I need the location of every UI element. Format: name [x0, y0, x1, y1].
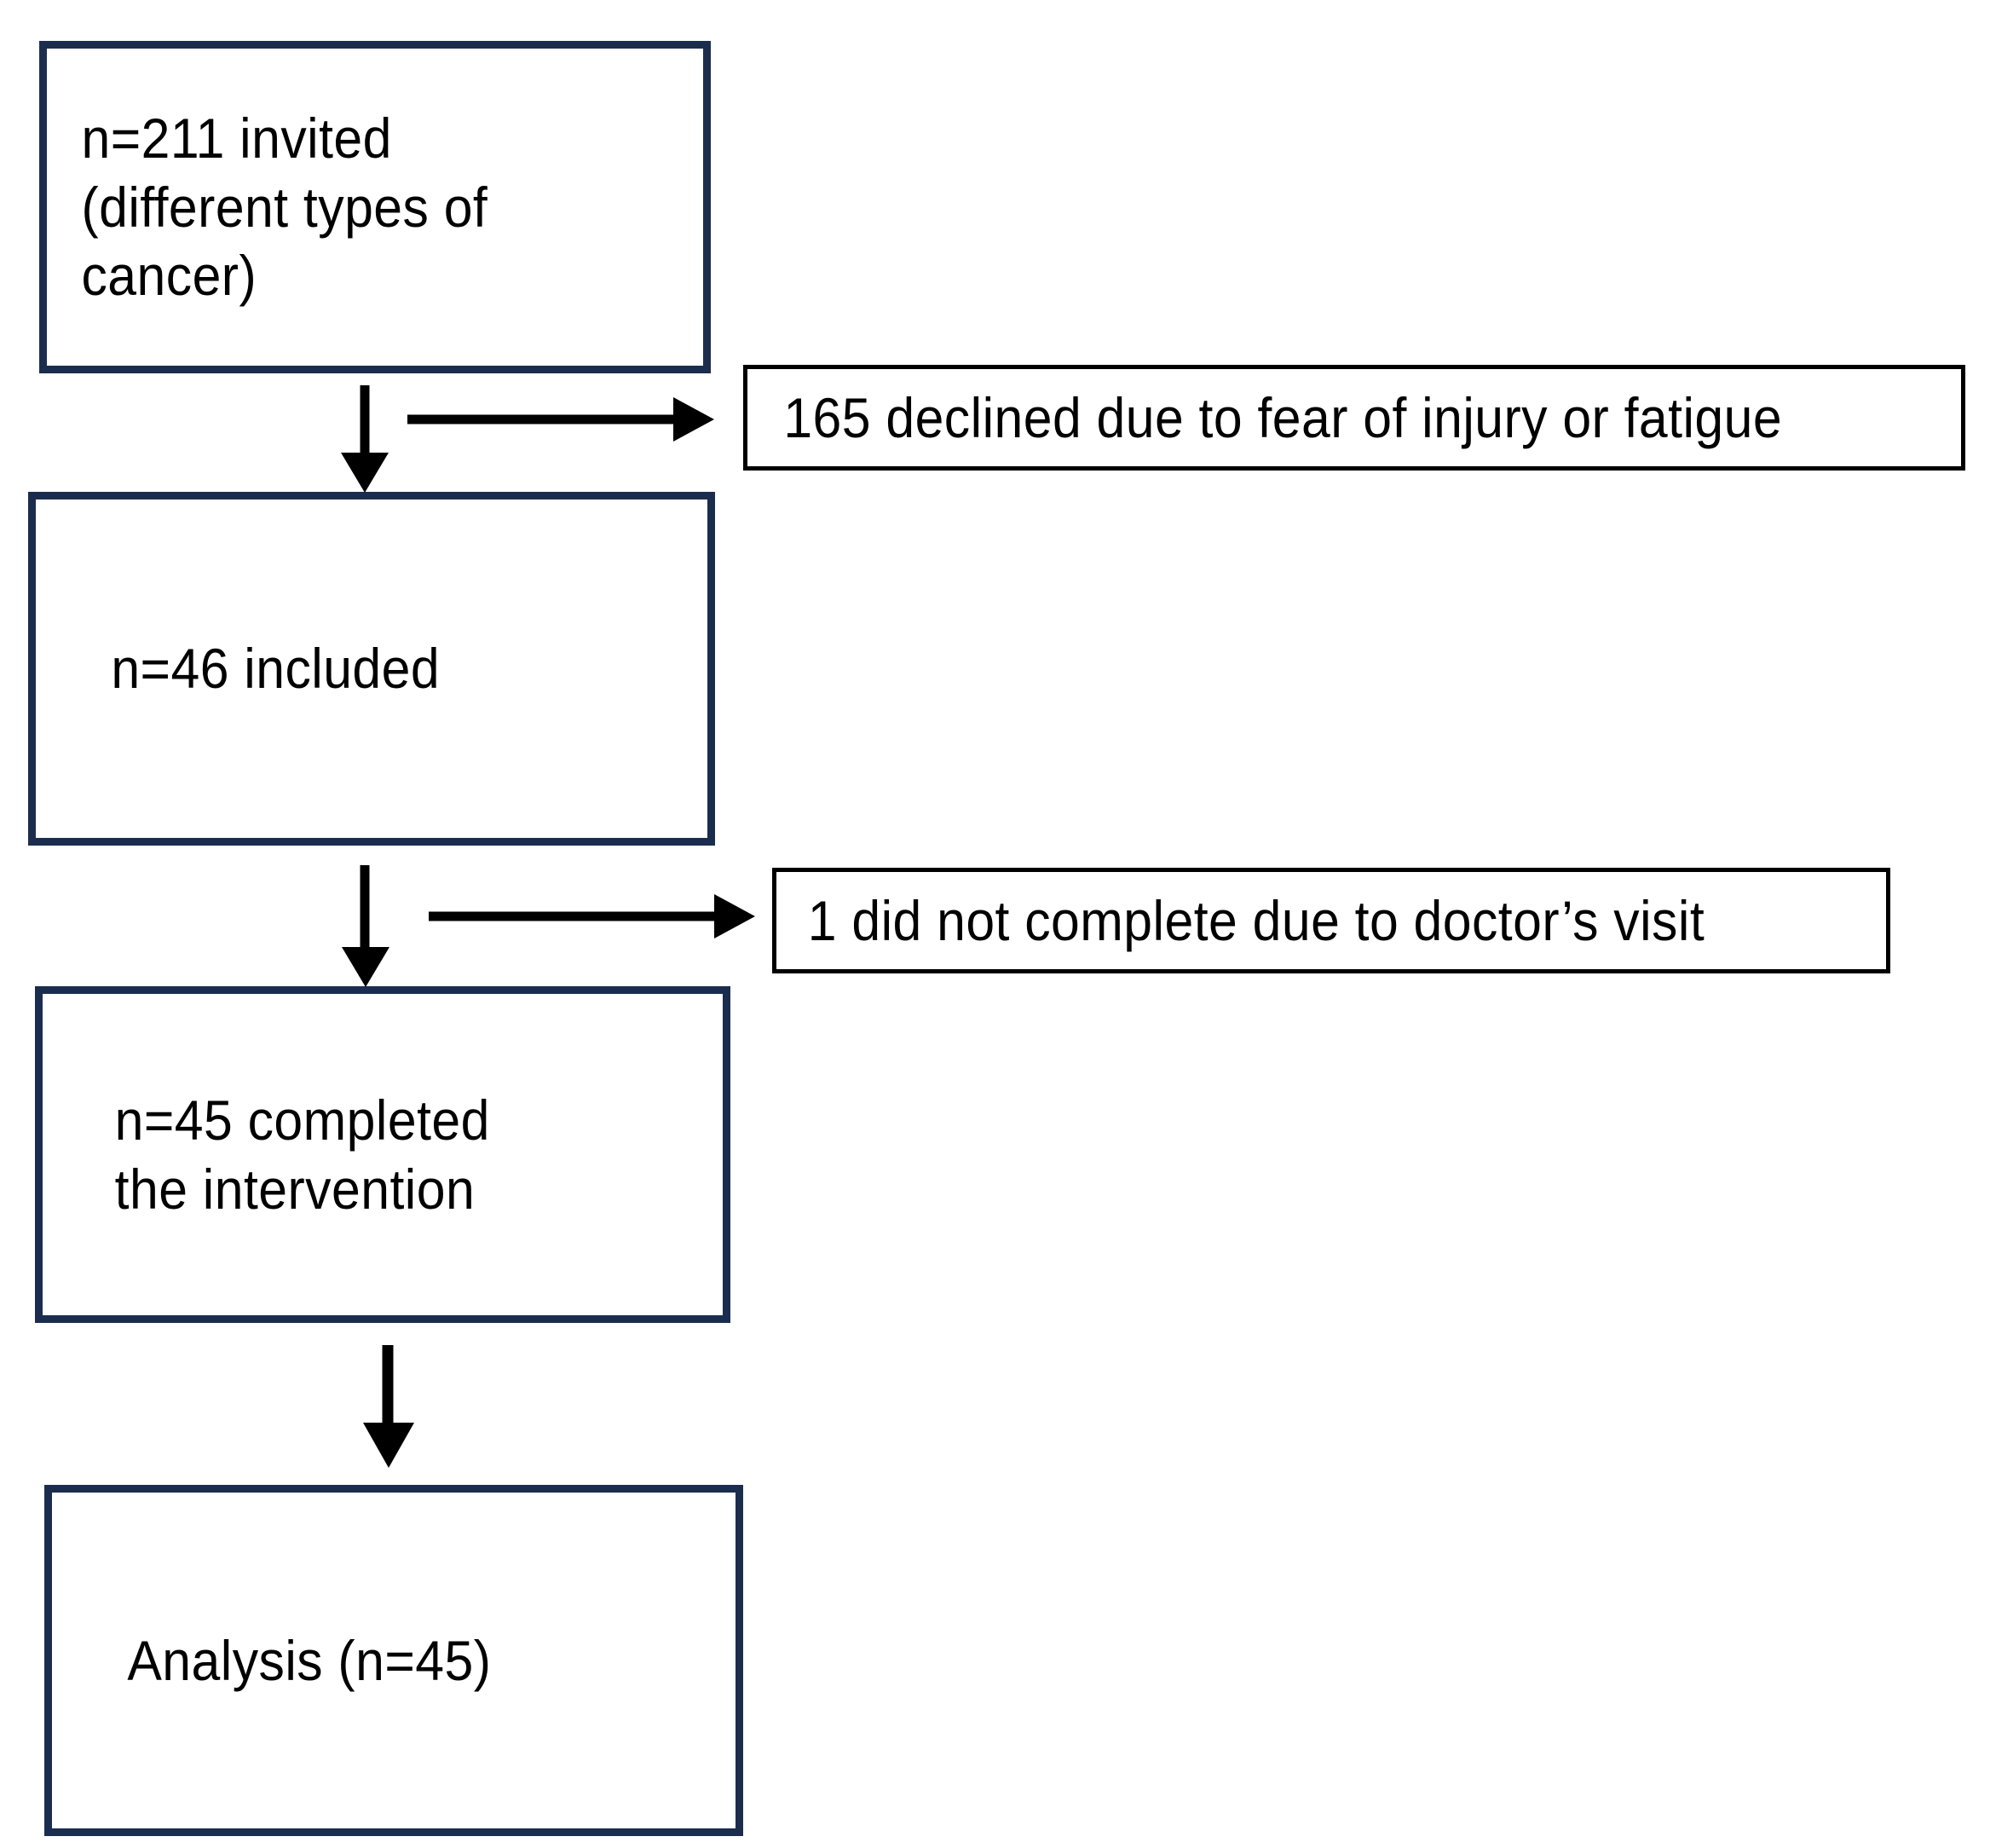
arrow-invited-to-included-icon: [341, 385, 389, 493]
analysis-box-line-1: Analysis (n=45): [127, 1628, 492, 1692]
declined-exclusion-text: 165 declined due to fear of injury or fa…: [783, 385, 1783, 449]
arrow-completed-to-analysis-icon: [363, 1345, 414, 1468]
not-completed-exclusion-box: 1 did not complete due to doctor’s visit: [772, 868, 1890, 973]
completed-box-line-1: n=45 completed: [114, 1088, 490, 1152]
included-box: n=46 included: [28, 492, 715, 846]
not-completed-exclusion-text: 1 did not complete due to doctor’s visit: [807, 888, 1705, 952]
arrow-included-to-not-completed-icon: [429, 894, 755, 938]
completed-box-line-2: the intervention: [114, 1157, 476, 1221]
invited-box: n=211 invited (different types of cancer…: [39, 41, 711, 373]
declined-exclusion-box: 165 declined due to fear of injury or fa…: [743, 365, 1965, 471]
invited-box-line-2: (different types of: [81, 175, 488, 239]
arrow-invited-to-declined-icon: [407, 397, 714, 442]
arrow-included-to-completed-icon: [342, 865, 389, 987]
invited-box-line-1: n=211 invited: [81, 107, 392, 170]
included-box-line-1: n=46 included: [111, 637, 441, 701]
invited-box-line-3: cancer): [81, 244, 257, 308]
completed-box: n=45 completed the intervention: [35, 986, 730, 1323]
analysis-box: Analysis (n=45): [44, 1485, 743, 1836]
